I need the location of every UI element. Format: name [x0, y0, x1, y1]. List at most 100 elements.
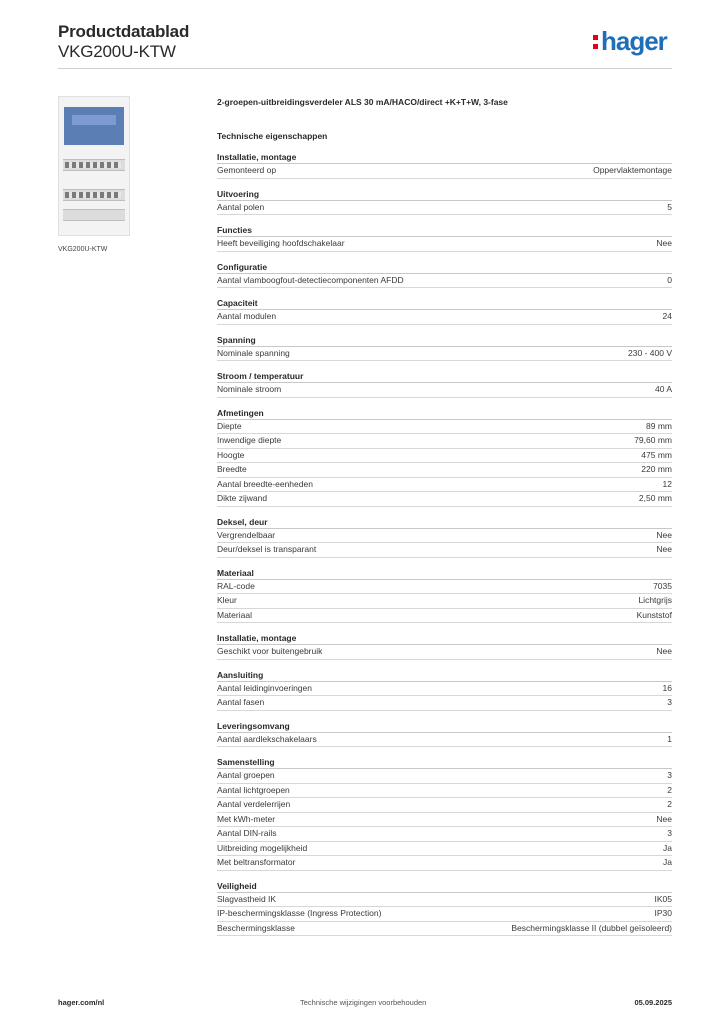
section-heading: Technische eigenschappen [217, 131, 328, 141]
spec-group-title: Installatie, montage [217, 151, 672, 164]
spec-value: Nee [656, 238, 672, 248]
spec-value: 7035 [653, 580, 672, 591]
spec-label: Aantal groepen [217, 770, 275, 780]
spec-row: Aantal leidinginvoeringen 16 [217, 682, 672, 696]
spec-row: Aantal polen 5 [217, 201, 672, 215]
spec-row: IP-beschermingsklasse (Ingress Protectio… [217, 907, 672, 922]
spec-group-title: Deksel, deur [217, 516, 672, 529]
spec-value: Beschermingsklasse II (dubbel geïsoleerd… [511, 922, 672, 933]
spec-label: Nominale stroom [217, 384, 282, 394]
footer-notice: Technische wijzigingen voorbehouden [300, 998, 427, 1007]
spec-label: Gemonteerd op [217, 165, 277, 175]
footer-website: hager.com/nl [58, 998, 105, 1007]
spec-row: Aantal vlamboogfout-detectiecomponenten … [217, 274, 672, 288]
spec-label: Aantal vlamboogfout-detectiecomponenten … [217, 274, 404, 285]
spec-value: 40 A [654, 384, 672, 394]
spec-content: 2-groepen-uitbreidingsverdeler ALS 30 mA… [217, 96, 672, 936]
spec-value: 220 mm [641, 464, 672, 474]
spec-label: Heeft beveiliging hoofdschakelaar [217, 238, 345, 248]
spec-value: 5 [667, 201, 672, 212]
spec-group-title: Configuratie [217, 261, 672, 274]
spec-group-title: Veiligheid [217, 880, 672, 893]
spec-value: IP30 [654, 908, 673, 918]
spec-row: Nominale stroom 40 A [217, 383, 672, 398]
footer-date: 05.09.2025 [634, 998, 672, 1007]
spec-value: Oppervlaktemontage [593, 165, 672, 175]
spec-label: Nominale spanning [217, 347, 290, 358]
spec-value: 230 - 400 V [628, 347, 672, 358]
spec-row: Materiaal Kunststof [217, 609, 672, 623]
spec-value: Nee [656, 646, 672, 656]
spec-value: Kunststof [636, 609, 672, 620]
spec-group-title: Aansluiting [217, 669, 672, 682]
spec-label: Met beltransformator [217, 857, 296, 867]
spec-label: Beschermingsklasse [217, 922, 295, 933]
logo-wordmark: hager [601, 26, 668, 56]
spec-group-title: Stroom / temperatuur [217, 370, 672, 383]
spec-row: Nominale spanning 230 - 400 V [217, 347, 672, 361]
spec-value: Nee [656, 813, 672, 824]
spec-value: 79,60 mm [634, 435, 672, 445]
spec-value: 2 [667, 784, 672, 795]
spec-label: Aantal modulen [217, 311, 277, 321]
spec-label: Aantal polen [217, 201, 265, 212]
spec-value: 475 mm [641, 449, 672, 460]
spec-label: Aantal verdelerrijen [217, 799, 291, 809]
spec-value: 0 [667, 274, 672, 285]
spec-label: Vergrendelbaar [217, 529, 276, 540]
spec-label: Deur/deksel is transparant [217, 544, 317, 554]
spec-group-title: Functies [217, 224, 672, 237]
spec-value: Nee [656, 529, 672, 540]
header-divider [58, 68, 672, 69]
spec-value: 16 [662, 682, 672, 693]
spec-label: Materiaal [217, 609, 252, 620]
spec-label: Kleur [217, 595, 237, 605]
spec-label: Breedte [217, 464, 247, 474]
spec-label: Inwendige diepte [217, 435, 282, 445]
spec-row: Heeft beveiliging hoofdschakelaar Nee [217, 237, 672, 252]
spec-row: Beschermingsklasse Beschermingsklasse II … [217, 922, 672, 936]
spec-row: RAL-code 7035 [217, 580, 672, 594]
spec-row: Met beltransformator Ja [217, 856, 672, 871]
hager-logo: hager [593, 26, 668, 56]
spec-value: Ja [663, 857, 672, 867]
spec-label: Slagvastheid IK [217, 893, 277, 904]
spec-label: RAL-code [217, 580, 255, 591]
spec-row: Slagvastheid IK IK05 [217, 893, 673, 907]
product-image-breakers [65, 192, 121, 198]
spec-value: IK05 [654, 893, 673, 904]
spec-row: Vergrendelbaar Nee [217, 529, 672, 543]
logo-dots-icon [593, 35, 598, 49]
spec-value: 2 [667, 799, 672, 809]
spec-label: Aantal leidinginvoeringen [217, 682, 312, 693]
spec-label: Dikte zijwand [217, 493, 268, 503]
spec-group-title: Capaciteit [217, 297, 672, 310]
spec-label: Aantal breedte-eenheden [217, 478, 313, 489]
spec-row: Inwendige diepte 79,60 mm [217, 434, 672, 449]
document-header: Productdatablad VKG200U-KTW [58, 22, 189, 62]
product-description: 2-groepen-uitbreidingsverdeler ALS 30 mA… [217, 97, 508, 107]
product-image [58, 96, 130, 236]
